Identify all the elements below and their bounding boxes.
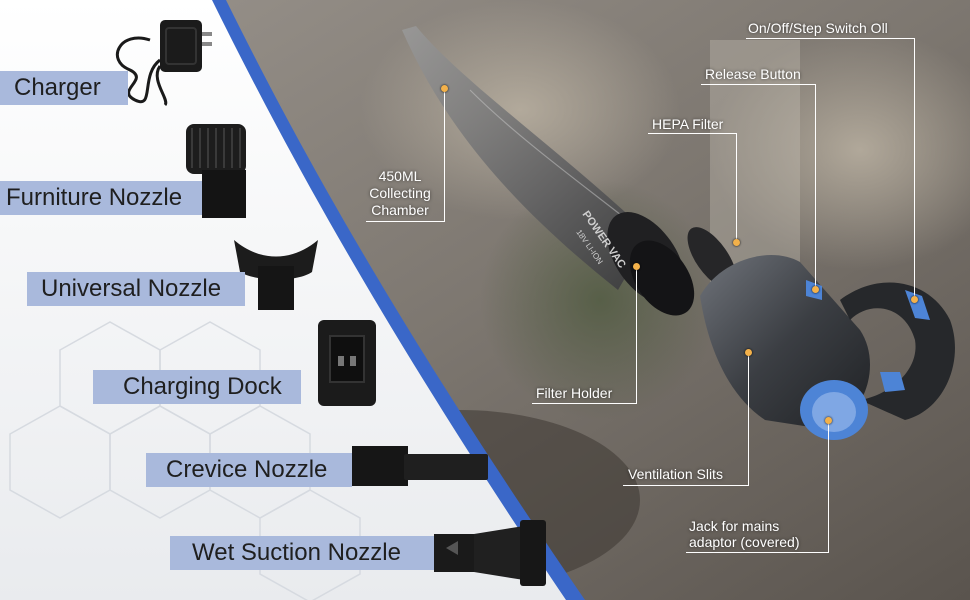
callout-line-switch-vertical	[914, 38, 915, 299]
universal-nozzle-image	[234, 240, 318, 310]
callout-line-ventilation-horizontal	[623, 485, 749, 486]
callout-line-chamber-horizontal	[366, 221, 445, 222]
callout-ventilation-slits: Ventilation Slits	[628, 466, 723, 482]
callout-dot-ventilation	[745, 349, 752, 356]
callout-line-ventilation	[748, 352, 749, 486]
callout-line-hepa-vertical	[736, 133, 737, 242]
callout-hepa-filter: HEPA Filter	[652, 116, 724, 132]
callout-line-filter-holder	[636, 266, 637, 404]
accessory-label-charging-dock: Charging Dock	[93, 370, 301, 404]
callout-line-chamber	[444, 88, 445, 222]
callout-dot-hepa	[733, 239, 740, 246]
accessory-label-universal-nozzle: Universal Nozzle	[27, 272, 245, 306]
wet-suction-nozzle-image	[434, 520, 546, 586]
callout-jack: Jack for mains adaptor (covered)	[689, 518, 800, 550]
callout-line-hepa	[648, 133, 737, 134]
furniture-nozzle-image	[186, 124, 246, 218]
callout-release-button: Release Button	[705, 66, 801, 82]
callout-dot-switch	[911, 296, 918, 303]
callout-dot-filter-holder	[633, 263, 640, 270]
callout-line-jack	[828, 420, 829, 553]
callout-line-switch	[746, 38, 915, 39]
accessory-label-charger: Charger	[0, 71, 128, 105]
callout-line-release	[701, 84, 816, 85]
callout-jack-line2: adaptor (covered)	[689, 534, 800, 550]
crevice-nozzle-image	[352, 446, 488, 486]
callout-on-off-switch: On/Off/Step Switch Oll	[748, 20, 888, 36]
callout-chamber-line1: 450ML	[378, 168, 422, 184]
accessory-label-wet-suction-nozzle: Wet Suction Nozzle	[170, 536, 434, 570]
callout-line-jack-horizontal	[686, 552, 829, 553]
callout-dot-jack	[825, 417, 832, 424]
callout-jack-line1: Jack for mains	[689, 518, 780, 534]
accessory-label-crevice-nozzle: Crevice Nozzle	[146, 453, 352, 487]
callout-dot-release	[812, 286, 819, 293]
hexagon-pattern	[9, 321, 361, 600]
callout-collecting-chamber: 450ML Collecting Chamber	[360, 168, 440, 219]
callout-line-release-vertical	[815, 84, 816, 288]
callout-chamber-line3: Chamber	[371, 202, 429, 218]
charging-dock-image	[318, 320, 376, 406]
callout-filter-holder: Filter Holder	[536, 385, 613, 401]
callout-dot-chamber	[441, 85, 448, 92]
callout-chamber-line2: Collecting	[369, 185, 431, 201]
callout-line-filter-holder-horizontal	[532, 403, 637, 404]
charger-image	[116, 20, 212, 107]
accessory-label-furniture-nozzle: Furniture Nozzle	[0, 181, 202, 215]
vacuum-product	[402, 26, 955, 440]
